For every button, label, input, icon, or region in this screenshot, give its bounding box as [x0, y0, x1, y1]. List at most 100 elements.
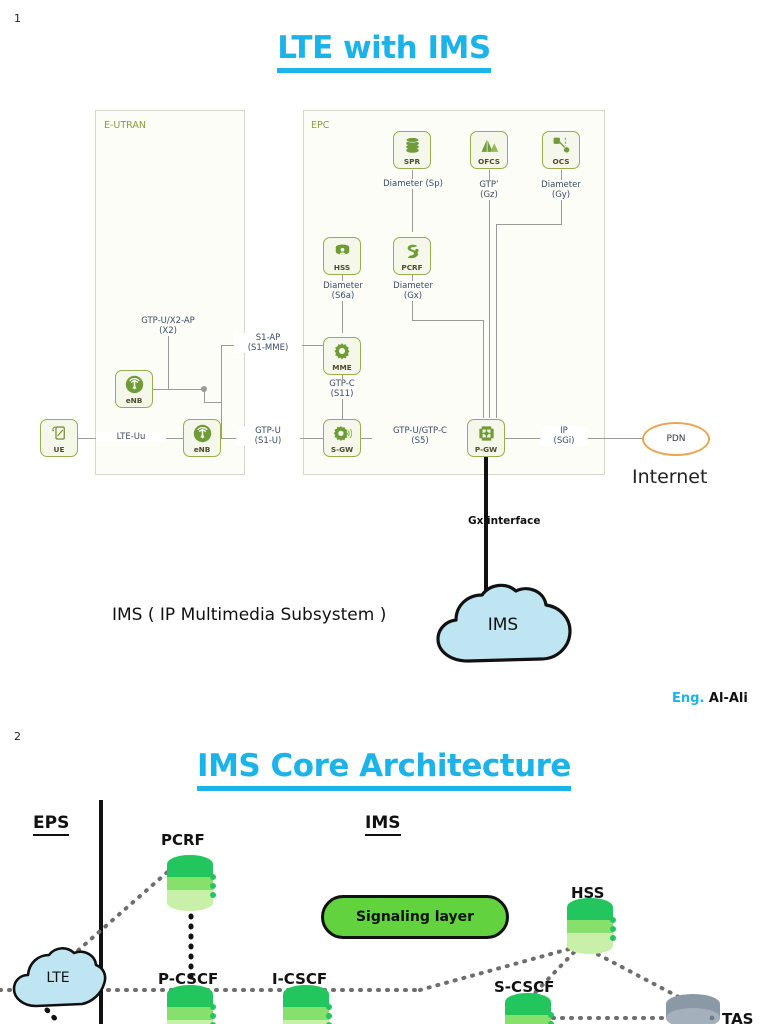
interface-label-s11-line1: GTP-C — [329, 379, 355, 389]
node-ocs-label: OCS — [552, 157, 570, 166]
ims-cloud: IMS — [428, 577, 578, 675]
database-user-icon — [324, 241, 360, 261]
edge-spr-pcrf — [412, 170, 414, 232]
lte-with-ims-diagram: E-UTRAN EPC — [40, 110, 748, 706]
chart-mountain-icon — [471, 135, 507, 155]
node-ofcs[interactable]: OFCS — [470, 131, 508, 169]
gx-interface-label: Gx interface — [468, 515, 541, 527]
node-pcscf[interactable] — [165, 983, 219, 1024]
interface-label-s1-u-line2: (S1-U) — [254, 436, 282, 446]
edge-enb-top-junction — [153, 389, 205, 391]
interface-label-gx-line2: (Gx) — [403, 291, 423, 301]
node-link-icon — [543, 135, 579, 155]
node-tas[interactable] — [664, 993, 722, 1024]
node-hss-label: HSS — [333, 263, 351, 272]
slide-2-title-text: IMS Core Architecture — [197, 748, 571, 791]
interface-label-gy: Diameter (Gy) — [530, 180, 592, 200]
node-spr-label: SPR — [403, 157, 421, 166]
interface-label-s1-u-line1: GTP-U — [255, 426, 281, 436]
internet-label: Internet — [632, 466, 708, 488]
node-pcrf-label: PCRF — [401, 263, 423, 272]
interface-label-lte-uu: LTE-Uu — [96, 432, 166, 442]
node-pcrf[interactable]: PCRF — [393, 237, 431, 275]
edge-ofcs-pgw — [489, 170, 491, 418]
interface-label-sgi: IP (SGi) — [540, 426, 588, 446]
node-ue[interactable]: UE — [40, 419, 78, 457]
interface-label-s1-ap-line2: (S1-MME) — [247, 343, 289, 353]
edge-gx-horz — [412, 320, 484, 322]
signature-prefix: Eng. — [672, 691, 705, 706]
interface-label-s6a: Diameter (S6a) — [312, 281, 374, 301]
node-hss[interactable]: HSS — [323, 237, 361, 275]
zone-e-utran — [95, 110, 245, 475]
ims-cloud-label: IMS — [487, 615, 519, 635]
node-s-gw[interactable]: S-GW — [323, 419, 361, 457]
node-scscf-label: S-CSCF — [494, 978, 555, 996]
slide-1-title-text: LTE with IMS — [277, 30, 491, 73]
interface-label-x2: GTP-U/X2-AP (X2) — [118, 316, 218, 336]
node-tas-label: TAS — [722, 1010, 754, 1024]
node-icscf-label: I-CSCF — [272, 970, 328, 988]
node-p-gw-label: P-GW — [474, 445, 498, 454]
interface-label-s6a-line1: Diameter — [323, 281, 363, 291]
node-mme[interactable]: MME — [323, 337, 361, 375]
node-spr[interactable]: SPR — [393, 131, 431, 169]
node-mme-label: MME — [332, 363, 352, 372]
node-p-gw[interactable]: P-GW — [467, 419, 505, 457]
node-pcrf-label: PCRF — [161, 831, 205, 849]
section-label-ims: IMS — [365, 813, 401, 836]
interface-label-s1-u: GTP-U (S1-U) — [236, 426, 300, 446]
interface-label-gz: GTPʼ (Gz) — [464, 180, 514, 200]
interface-label-gz-line1: GTPʼ — [479, 180, 499, 190]
node-pcrf[interactable] — [165, 853, 219, 911]
node-enb-top-label: eNB — [125, 396, 143, 405]
node-ofcs-label: OFCS — [478, 157, 500, 166]
gateway-icon — [324, 423, 360, 443]
section-label-eps: EPS — [33, 813, 70, 836]
gx-interface-line — [484, 455, 488, 595]
edge-gx-vert — [483, 320, 485, 418]
interface-label-s5-line2: (S5) — [411, 436, 429, 446]
interface-label-s11-line2: (S11) — [330, 389, 354, 399]
ims-core-architecture-diagram: EPS IMS — [0, 728, 768, 1024]
interface-label-gx-line1: Diameter — [393, 281, 433, 291]
edge-junction-right — [204, 402, 222, 404]
node-hss[interactable] — [565, 896, 619, 954]
node-enb-bottom[interactable]: eNB — [183, 419, 221, 457]
node-ocs[interactable]: OCS — [542, 131, 580, 169]
eps-ims-divider — [99, 800, 103, 1024]
edge-s1ap-vert — [221, 345, 223, 438]
node-icscf[interactable] — [281, 983, 335, 1024]
node-enb-top[interactable]: eNB — [115, 370, 153, 408]
signaling-layer-pill[interactable]: Signaling layer — [321, 895, 509, 939]
policy-icon — [394, 241, 430, 261]
edge-junction-down — [204, 389, 206, 403]
node-s-gw-label: S-GW — [330, 445, 354, 454]
interface-label-s5: GTP-U/GTP-C (S5) — [372, 426, 468, 446]
interface-label-gy-line2: (Gy) — [551, 190, 571, 200]
zone-e-utran-label: E-UTRAN — [104, 120, 147, 131]
interface-label-gy-line1: Diameter — [541, 180, 581, 190]
edge-x2-stub — [168, 330, 170, 389]
edge-hss-mme — [342, 275, 344, 333]
ims-subsystem-caption: IMS ( IP Multimedia Subsystem ) — [112, 605, 387, 625]
edge-gy-horz — [496, 224, 562, 226]
antenna-icon — [184, 423, 220, 443]
grid-gateway-icon — [468, 423, 504, 443]
interface-label-s1-ap: S1-AP (S1-MME) — [234, 333, 302, 353]
gear-icon — [324, 341, 360, 361]
mobile-device-icon — [41, 423, 77, 443]
slide-1-title: LTE with IMS — [0, 30, 768, 73]
slide-2-title: IMS Core Architecture — [0, 748, 768, 791]
node-hss-label: HSS — [571, 884, 605, 902]
interface-label-x2-line2: (X2) — [159, 326, 177, 336]
author-signature: Eng. Al-Ali — [672, 691, 748, 706]
node-ue-label: UE — [53, 445, 65, 454]
node-enb-bottom-label: eNB — [193, 445, 211, 454]
node-scscf[interactable] — [503, 991, 557, 1024]
edge-junction-dot — [201, 386, 207, 392]
interface-label-s6a-line2: (S6a) — [331, 291, 355, 301]
edge-gy-vert — [496, 224, 498, 418]
interface-label-x2-line1: GTP-U/X2-AP — [141, 316, 195, 326]
